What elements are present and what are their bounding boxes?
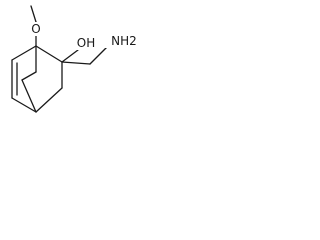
bond-c8-c7	[21, 71, 37, 81]
bond-c7-c4	[21, 79, 37, 113]
structure-canvas: O OH NH2	[0, 0, 157, 148]
bond-c1-c2	[35, 45, 63, 63]
skeletal-formula: O OH NH2	[11, 5, 144, 113]
bond-ch2-n	[89, 45, 109, 65]
bond-c2-ch2	[61, 61, 91, 65]
bond-c1-c5	[11, 45, 37, 61]
bond-c6-c4	[11, 97, 37, 113]
bond-c2-oh	[61, 49, 79, 63]
bond-methyl-o	[30, 5, 37, 23]
hydroxyl-label: OH	[77, 36, 95, 50]
methoxy-oxygen-label: O	[31, 22, 40, 36]
amine-label: NH2	[111, 34, 137, 48]
bond-c3-c4	[35, 87, 63, 113]
